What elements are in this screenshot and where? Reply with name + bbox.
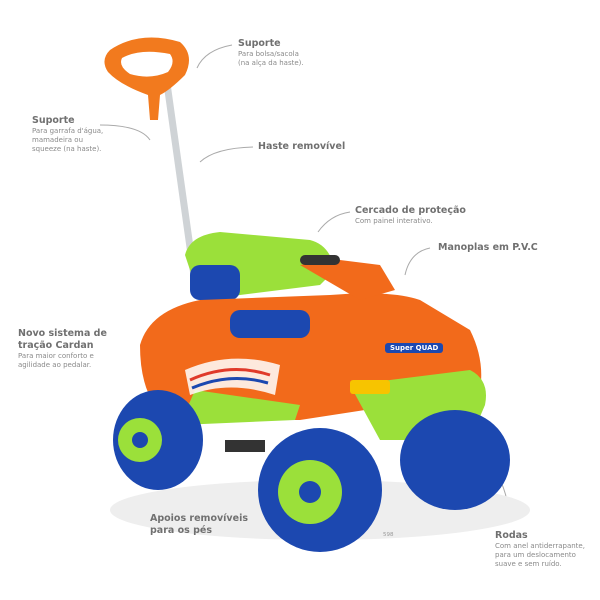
wheel-rear (113, 390, 203, 490)
callout-wheels: Rodas Com anel antiderrapante, para um d… (495, 530, 585, 568)
callout-guard: Cercado de proteção Com painel interativ… (355, 205, 466, 225)
model-code: 598 (383, 532, 394, 538)
callout-cardan: Novo sistema de tração Cardan Para maior… (18, 328, 107, 369)
wheel-front-right (400, 410, 510, 510)
callout-bottle-holder: Suporte Para garrafa d'água, mamadeira o… (32, 115, 104, 153)
push-handle (104, 37, 189, 120)
product-badge: Super QUAD (385, 343, 444, 353)
push-bar (163, 79, 198, 279)
callout-bag-holder: Suporte Para bolsa/sacola (na alça da ha… (238, 38, 304, 67)
callout-removable-bar: Haste removível (258, 141, 346, 152)
callout-footrests: Apoios removíveis para os pés (150, 513, 248, 536)
callout-grips: Manoplas em P.V.C (438, 242, 538, 253)
wheel-front-left (258, 428, 382, 552)
